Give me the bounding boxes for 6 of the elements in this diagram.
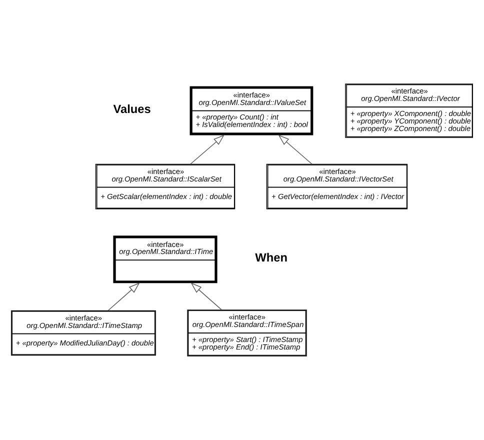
- arrow: [108, 282, 140, 311]
- label: When: [255, 250, 288, 264]
- arrow: [190, 134, 225, 164]
- arrow: [278, 134, 312, 164]
- arrow: [190, 282, 222, 310]
- label: Values: [113, 102, 151, 116]
